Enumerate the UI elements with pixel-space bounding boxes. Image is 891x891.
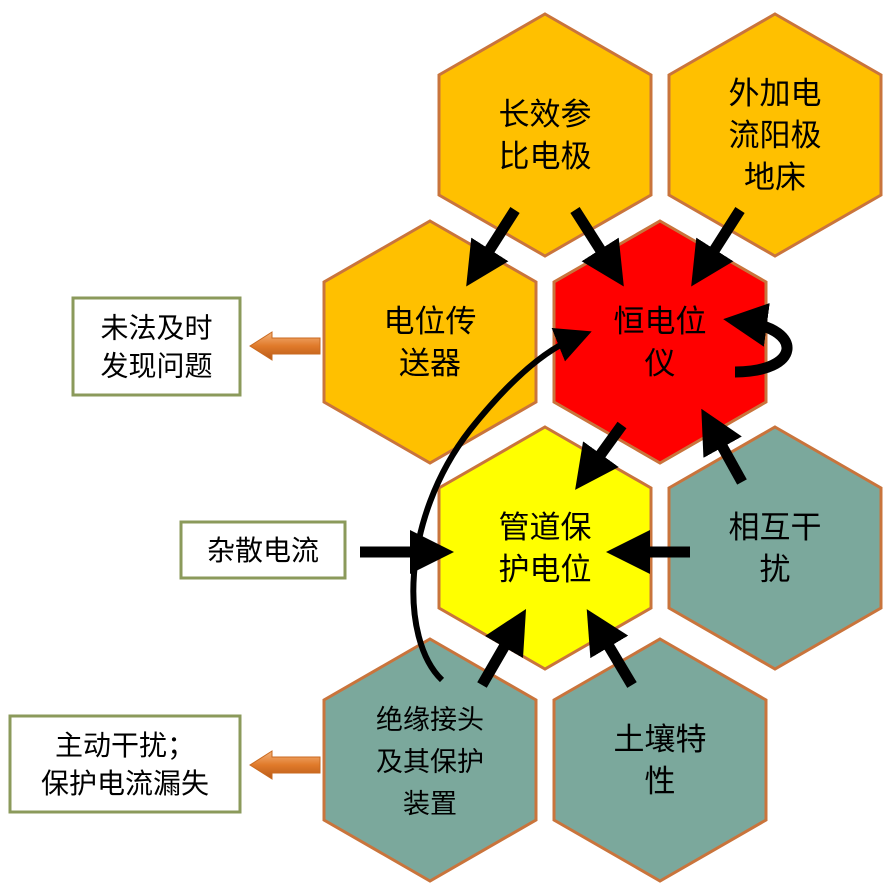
box-frame	[71, 296, 242, 397]
hexagon-label: 地床	[744, 160, 806, 196]
hexagon-shape	[322, 219, 538, 465]
arrow-transmitter-to-problem	[249, 331, 321, 361]
arrow-soil-to-pipe	[586, 609, 637, 688]
hexagon-label: 及其保护	[376, 747, 484, 778]
box-label: 杂散电流	[207, 534, 319, 567]
hexagon-label: 护电位	[499, 552, 592, 588]
box-label: 保护电流漏失	[41, 767, 209, 800]
loop-arrow-potentiostat	[723, 303, 793, 378]
hexagon-label: 仪	[645, 346, 676, 382]
hexagon-label: 流阳极	[729, 118, 822, 154]
arrow-anode-to-potentiostat	[691, 207, 745, 287]
curved-arrow-joint-to-potentiostat	[410, 327, 592, 683]
hexagon-shape	[552, 637, 768, 883]
arrow-reference-to-potentiostat	[570, 207, 624, 287]
hexagon-shape	[322, 637, 538, 883]
box-frame	[179, 520, 347, 580]
hexagon-label: 送器	[399, 346, 461, 382]
box-active-interference: 主动干扰； 保护电流漏失	[8, 714, 242, 814]
box-label: 发现问题	[100, 350, 212, 383]
hexagon-label: 电位传	[384, 304, 477, 340]
box-label: 未法及时	[100, 312, 212, 345]
hexagon-label: 长效参	[499, 97, 592, 133]
hexagon-shape	[437, 425, 653, 671]
box-stray-current: 杂散电流	[179, 520, 347, 580]
hexagon-shape	[552, 219, 768, 465]
box-frame	[8, 714, 242, 814]
hexagon-label: 土壤特	[614, 722, 707, 758]
hexagon-label: 绝缘接头	[376, 705, 484, 736]
hexagon-label: 外加电	[729, 76, 822, 112]
hexagon-label: 扰	[760, 552, 791, 588]
arrow-interference-to-potentiostat	[701, 408, 747, 485]
hexagon-shape	[437, 12, 653, 258]
box-label: 主动干扰；	[55, 729, 195, 762]
hexagon-label: 性	[645, 764, 676, 800]
arrows	[249, 207, 793, 780]
arrow-potentiostat-to-pipe	[575, 421, 627, 490]
arrow-joint-to-interference	[249, 750, 321, 780]
hexagon-label: 装置	[403, 789, 457, 820]
arrow-joint-to-pipe	[477, 608, 527, 688]
hexagon-label: 管道保	[499, 510, 592, 546]
hexagon-shape	[667, 425, 883, 671]
hexagon-label: 比电极	[499, 139, 592, 175]
hexagon-label: 恒电位	[614, 304, 707, 340]
hexagon-shape	[667, 12, 883, 258]
arrow-reference-to-transmitter	[466, 207, 520, 287]
hexagon-label: 相互干	[729, 510, 822, 546]
